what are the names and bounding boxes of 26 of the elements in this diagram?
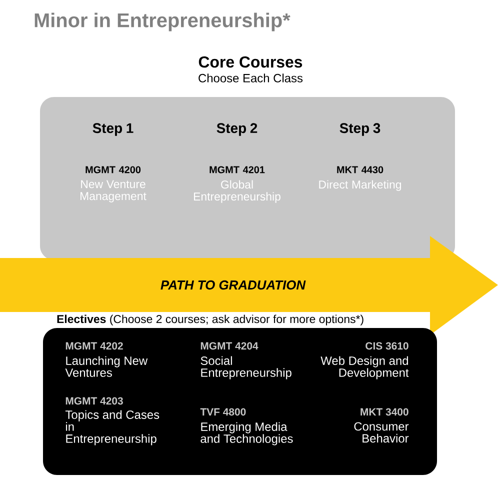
node-label: PATH TO GRADUATION [160, 280, 306, 290]
course-name: Global Entrepreneurship [194, 180, 280, 203]
course-name: Web Design and Development [320, 356, 409, 380]
course-name: Social Entrepreneurship [200, 356, 292, 380]
course-name: New Venture Management [80, 180, 146, 202]
course-code: MGMT 4203 [66, 397, 123, 405]
course-code: MGMT 4204 [200, 342, 258, 350]
course-name: Topics and Cases in Entrepreneurship [65, 410, 160, 446]
course-code: MGMT 4201 [210, 166, 265, 174]
step-label: Step 2 [216, 123, 258, 136]
course-code: MGMT 4200 [86, 166, 141, 174]
course-code: MKT 4430 [337, 166, 384, 174]
title: Minor in Entrepreneurship* [34, 12, 290, 32]
course-name: Direct Marketing [319, 180, 401, 191]
step-label: Step 3 [340, 123, 380, 136]
course-code: MGMT 4202 [66, 342, 123, 350]
course-code: CIS 3610 [366, 342, 408, 350]
course-code: MKT 3400 [360, 408, 408, 416]
heading: Electives (Choose 2 courses; ask advisor for more options*) [57, 314, 364, 326]
heading: Choose Each Class [198, 74, 303, 82]
course-code: TVF 4800 [200, 408, 246, 416]
step-label: Step 1 [92, 123, 134, 136]
course-name: Emerging Media and Technologies [200, 422, 293, 446]
course-name: Launching New Ventures [65, 356, 148, 377]
course-name: Consumer Behavior [354, 422, 409, 443]
heading: Core Courses [198, 56, 302, 68]
